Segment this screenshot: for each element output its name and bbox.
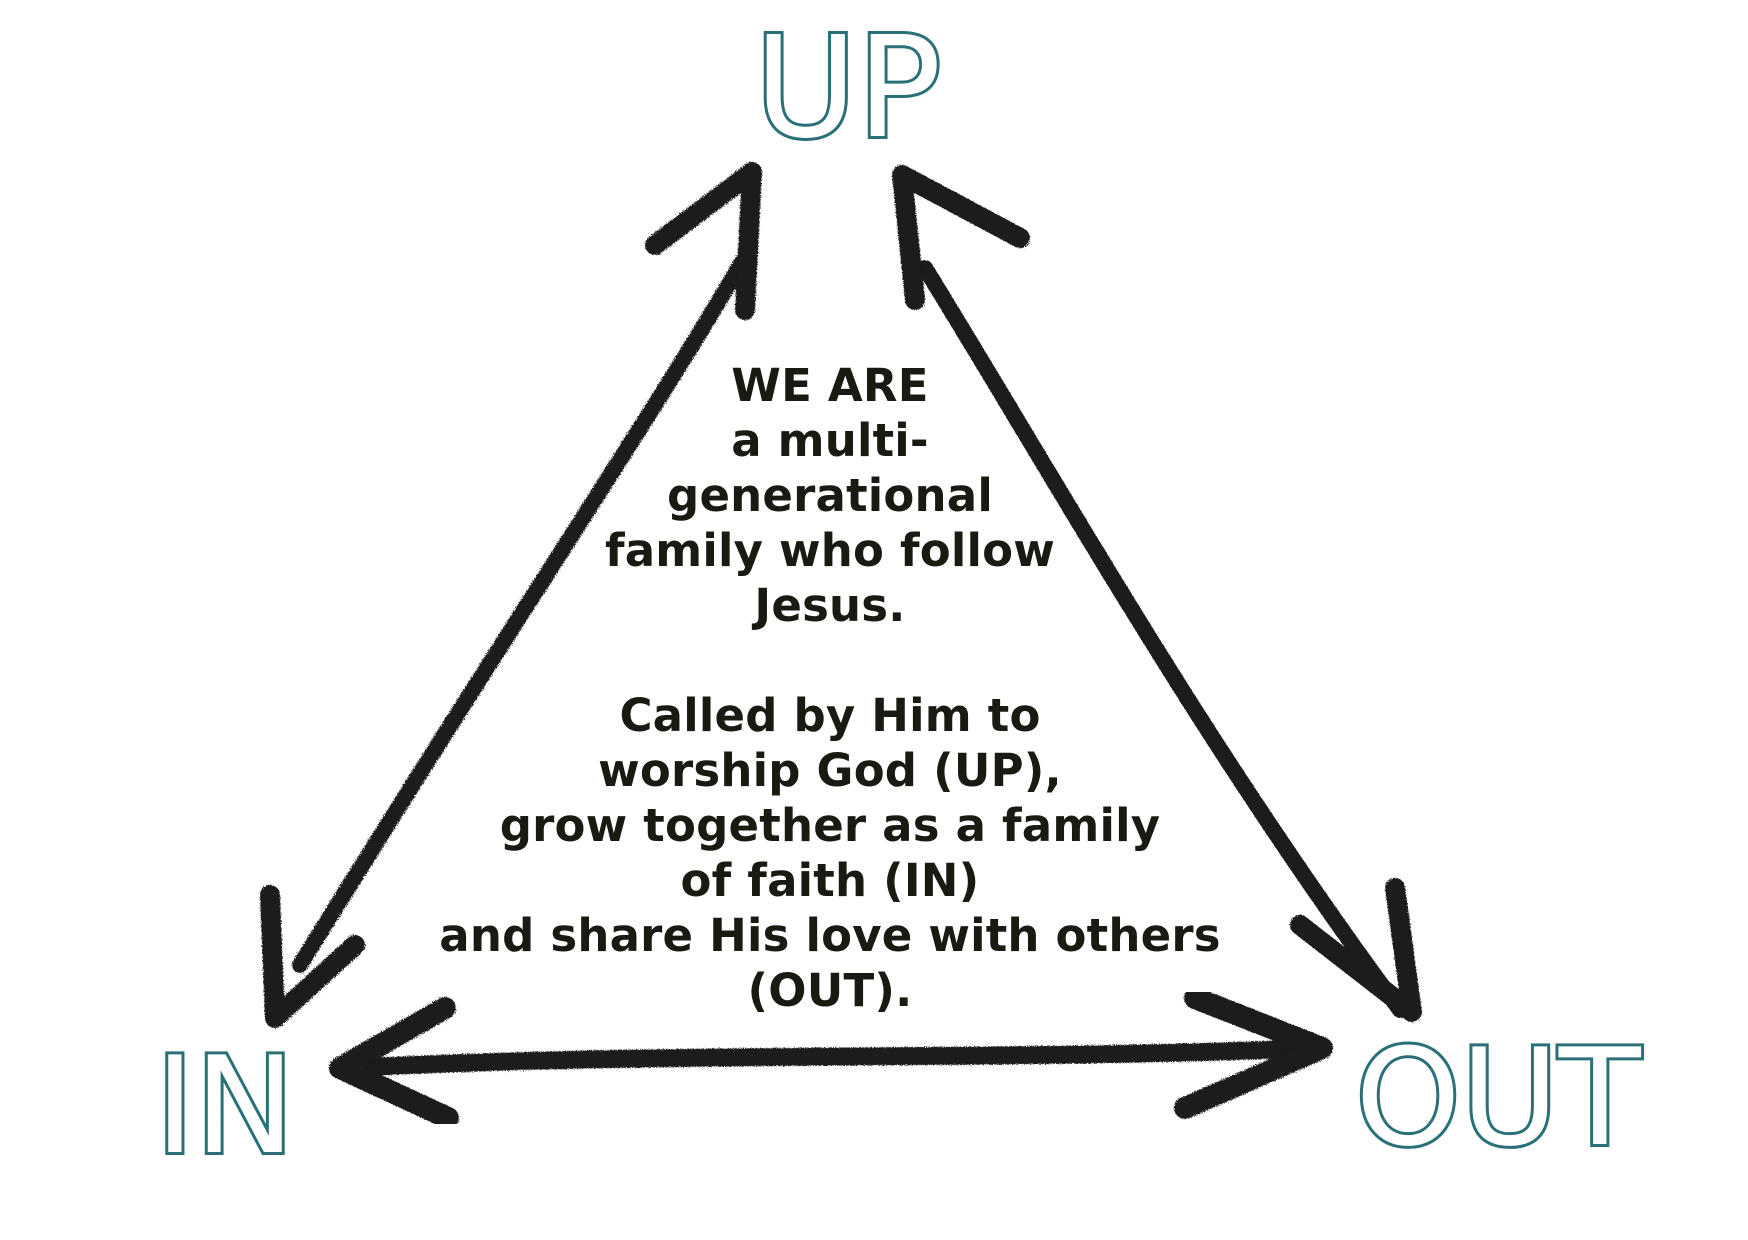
label-out: OUT: [1355, 1020, 1642, 1176]
arrow-up-out: [892, 165, 1422, 1022]
paragraph-gap: [380, 633, 1280, 688]
statement-calling-line: Called by Him to: [619, 689, 1041, 742]
arrowhead-out-up: [1290, 878, 1422, 1022]
arrowhead-in-left: [329, 997, 459, 1129]
label-up: UP: [755, 7, 942, 170]
arrow-in-out: [329, 987, 1333, 1129]
arrow-shaft-up-out: [917, 260, 1408, 1018]
mission-statement: WE ARE a multi- generational family who …: [380, 358, 1280, 1018]
arrowhead-up-left: [645, 162, 762, 320]
arrow-shaft-in-out: [336, 1039, 1324, 1077]
statement-calling-line: and share His love with others: [439, 909, 1221, 962]
statement-heading: WE ARE: [731, 359, 929, 412]
statement-calling-line: grow together as a family: [499, 799, 1161, 852]
arrowhead-in-up: [260, 885, 365, 1028]
label-in: IN: [155, 1028, 295, 1184]
arrow-shaft-up-in: [292, 254, 750, 973]
statement-intro-line: family who follow: [604, 524, 1056, 577]
arrow-up-in: [260, 162, 762, 1028]
statement-calling-line: of faith (IN): [680, 854, 980, 907]
statement-intro-line: generational: [667, 469, 993, 522]
arrowhead-out-right: [1174, 987, 1333, 1119]
statement-calling-line: (OUT).: [747, 964, 913, 1017]
statement-calling-line: worship God (UP),: [598, 744, 1062, 797]
statement-intro-line: Jesus.: [754, 579, 906, 632]
arrowhead-up-right: [892, 165, 1030, 310]
statement-intro-line: a multi-: [731, 414, 929, 467]
